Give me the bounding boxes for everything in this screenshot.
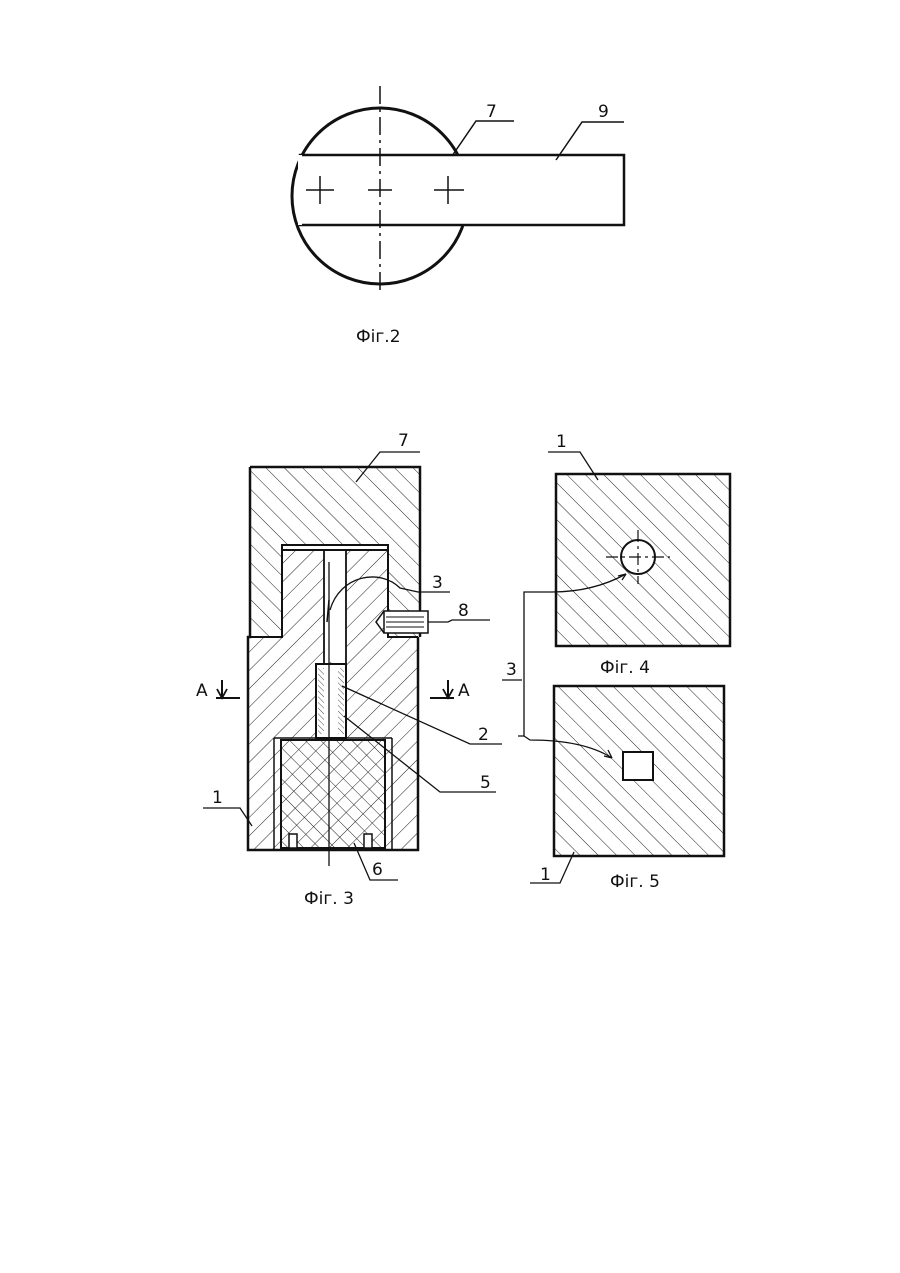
fig3-label-6: 6 — [372, 860, 383, 880]
figure-2: 7 9 Фіг.2 — [292, 86, 624, 347]
fig3-block-6 — [281, 740, 385, 848]
fig2-label-7: 7 — [486, 102, 497, 122]
fig3-label-7: 7 — [398, 431, 409, 451]
figure-5: 1 Фіг. 5 — [530, 686, 724, 892]
fig2-caption: Фіг.2 — [356, 327, 401, 347]
fig3-section-right — [430, 680, 454, 698]
fig3-leader-1 — [203, 808, 252, 826]
fig5-label-1: 1 — [540, 865, 551, 885]
fig3-pin-8 — [376, 611, 428, 633]
fig4-label-1: 1 — [556, 432, 567, 452]
fig2-label-9: 9 — [598, 102, 609, 122]
fig3-section-label-left: A — [196, 681, 208, 701]
fig5-square-hole — [623, 752, 653, 780]
figure-3: A A 7 3 8 2 5 1 6 Фіг. 3 — [196, 431, 502, 909]
fig3-label-2: 2 — [478, 725, 489, 745]
fig3-section-label-right: A — [458, 681, 470, 701]
shared-label-3: 3 — [506, 660, 517, 680]
fig5-caption: Фіг. 5 — [610, 872, 660, 892]
fig3-caption: Фіг. 3 — [304, 889, 354, 909]
fig3-label-5: 5 — [480, 773, 491, 793]
fig2-leader-7 — [452, 121, 514, 156]
figure-4: 1 Фіг. 4 — [548, 432, 730, 678]
fig3-label-8: 8 — [458, 601, 469, 621]
fig4-caption: Фіг. 4 — [600, 658, 650, 678]
fig3-label-1: 1 — [212, 788, 223, 808]
fig3-section-left — [216, 680, 240, 698]
fig3-label-3: 3 — [432, 573, 443, 593]
